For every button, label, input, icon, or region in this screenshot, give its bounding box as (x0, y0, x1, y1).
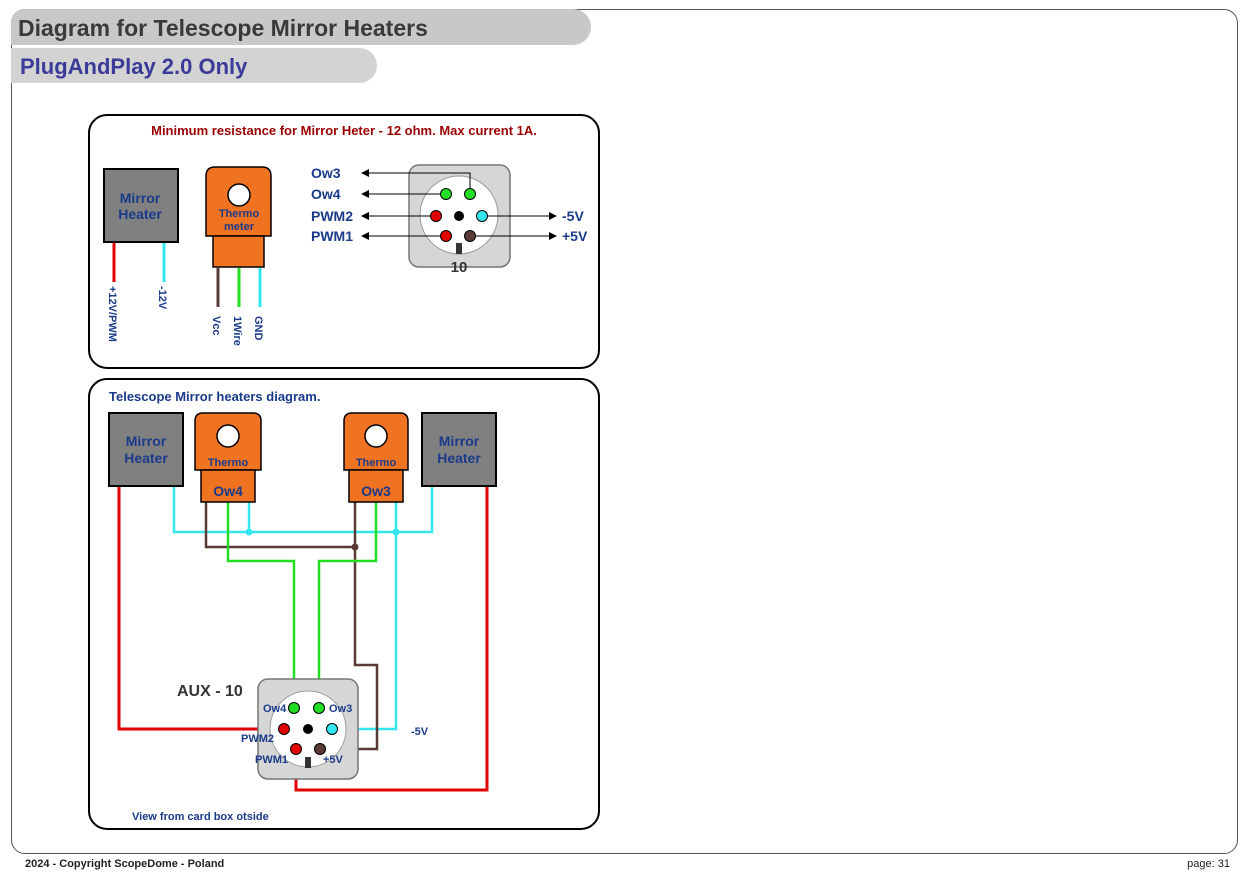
aux-label-plus-5v: +5V (323, 754, 344, 766)
label-pwm1: PWM1 (311, 228, 353, 244)
mirror-heater-label-1: Mirror (120, 190, 161, 206)
pin-pwm1 (440, 230, 452, 242)
junction-cyan-right (392, 528, 400, 536)
aux-pin-ow3 (313, 702, 325, 714)
aux-label-pwm1: PWM1 (255, 754, 288, 766)
connector-number: 10 (451, 259, 468, 276)
thermometer-right-label: Thermo (356, 457, 397, 469)
page-frame (11, 9, 1238, 854)
label-12v-pwm: +12V/PWM (106, 286, 118, 342)
pin-minus-5v (476, 210, 488, 222)
page-title: Diagram for Telescope Mirror Heaters (11, 9, 591, 45)
aux-label-pwm2: PWM2 (241, 733, 274, 745)
lead-ow3 (361, 169, 471, 188)
aux-pin-center (303, 724, 313, 734)
resistance-note: Minimum resistance for Mirror Heter - 12… (151, 123, 537, 138)
aux-label-minus-5v: -5V (411, 726, 429, 738)
wire-red-left-heater (117, 486, 284, 731)
aux-pin-pwm1 (290, 743, 302, 755)
thermometer-right-body (348, 469, 404, 503)
aux-pin-pwm2 (278, 723, 290, 735)
mirror-heater (103, 168, 179, 243)
wire-green-ow4 (226, 502, 296, 708)
thermometer-right-hole (364, 424, 388, 448)
mirror-heater-left (108, 412, 184, 487)
label-ow4: Ow4 (311, 186, 341, 202)
pin-ow4 (440, 188, 452, 200)
thermometer-right-id: Ow3 (361, 483, 391, 499)
footer-copyright: 2024 - Copyright ScopeDome - Poland (25, 858, 225, 870)
thermometer-body (212, 235, 265, 268)
aux-label-ow3: Ow3 (329, 703, 352, 715)
thermometer-label-2: meter (224, 221, 255, 233)
label-1wire: 1Wire (231, 316, 243, 346)
thermometer-label-1: Thermo (219, 208, 260, 220)
label-ow3: Ow3 (311, 165, 341, 181)
wire-green-ow3 (317, 502, 378, 708)
diagram-title: Telescope Mirror heaters diagram. (109, 389, 320, 404)
heater-right-label-1: Mirror (439, 433, 480, 449)
junction-brown (351, 543, 359, 551)
wire-brown-left (204, 502, 355, 549)
wire-cyan-bus (172, 486, 434, 534)
aux-label: AUX - 10 (177, 683, 243, 700)
label-vcc: Vcc (210, 316, 222, 336)
page-subtitle: PlugAndPlay 2.0 Only (11, 48, 377, 83)
pin-plus-5v (464, 230, 476, 242)
label-minus-12v: -12V (156, 286, 168, 310)
label-plus-5v: +5V (562, 228, 588, 244)
aux-pin-ow4 (288, 702, 300, 714)
mirror-heater-right (421, 412, 497, 487)
aux-connector-key (305, 757, 311, 768)
footer-page-number: page: 31 (1187, 858, 1230, 870)
aux-label-ow4: Ow4 (263, 703, 287, 715)
label-gnd: GND (252, 316, 264, 341)
heater-right-label-2: Heater (437, 450, 481, 466)
mirror-heater-label-2: Heater (118, 206, 162, 222)
pin-center (454, 211, 464, 221)
thermometer-left-id: Ow4 (213, 483, 243, 499)
thermometer-left-hole (216, 424, 240, 448)
label-pwm2: PWM2 (311, 208, 353, 224)
connector-key (456, 243, 462, 254)
junction-cyan-left (245, 528, 253, 536)
view-note: View from card box otside (132, 811, 269, 823)
heater-left-label-1: Mirror (126, 433, 167, 449)
thermometer-left-body (200, 469, 256, 503)
aux-pin-plus-5v (314, 743, 326, 755)
thermometer-hole (227, 183, 251, 207)
aux-pin-minus-5v (326, 723, 338, 735)
heater-left-label-2: Heater (124, 450, 168, 466)
label-minus-5v: -5V (562, 208, 584, 224)
pin-ow3 (464, 188, 476, 200)
pin-pwm2 (430, 210, 442, 222)
thermometer-left-label: Thermo (208, 457, 249, 469)
